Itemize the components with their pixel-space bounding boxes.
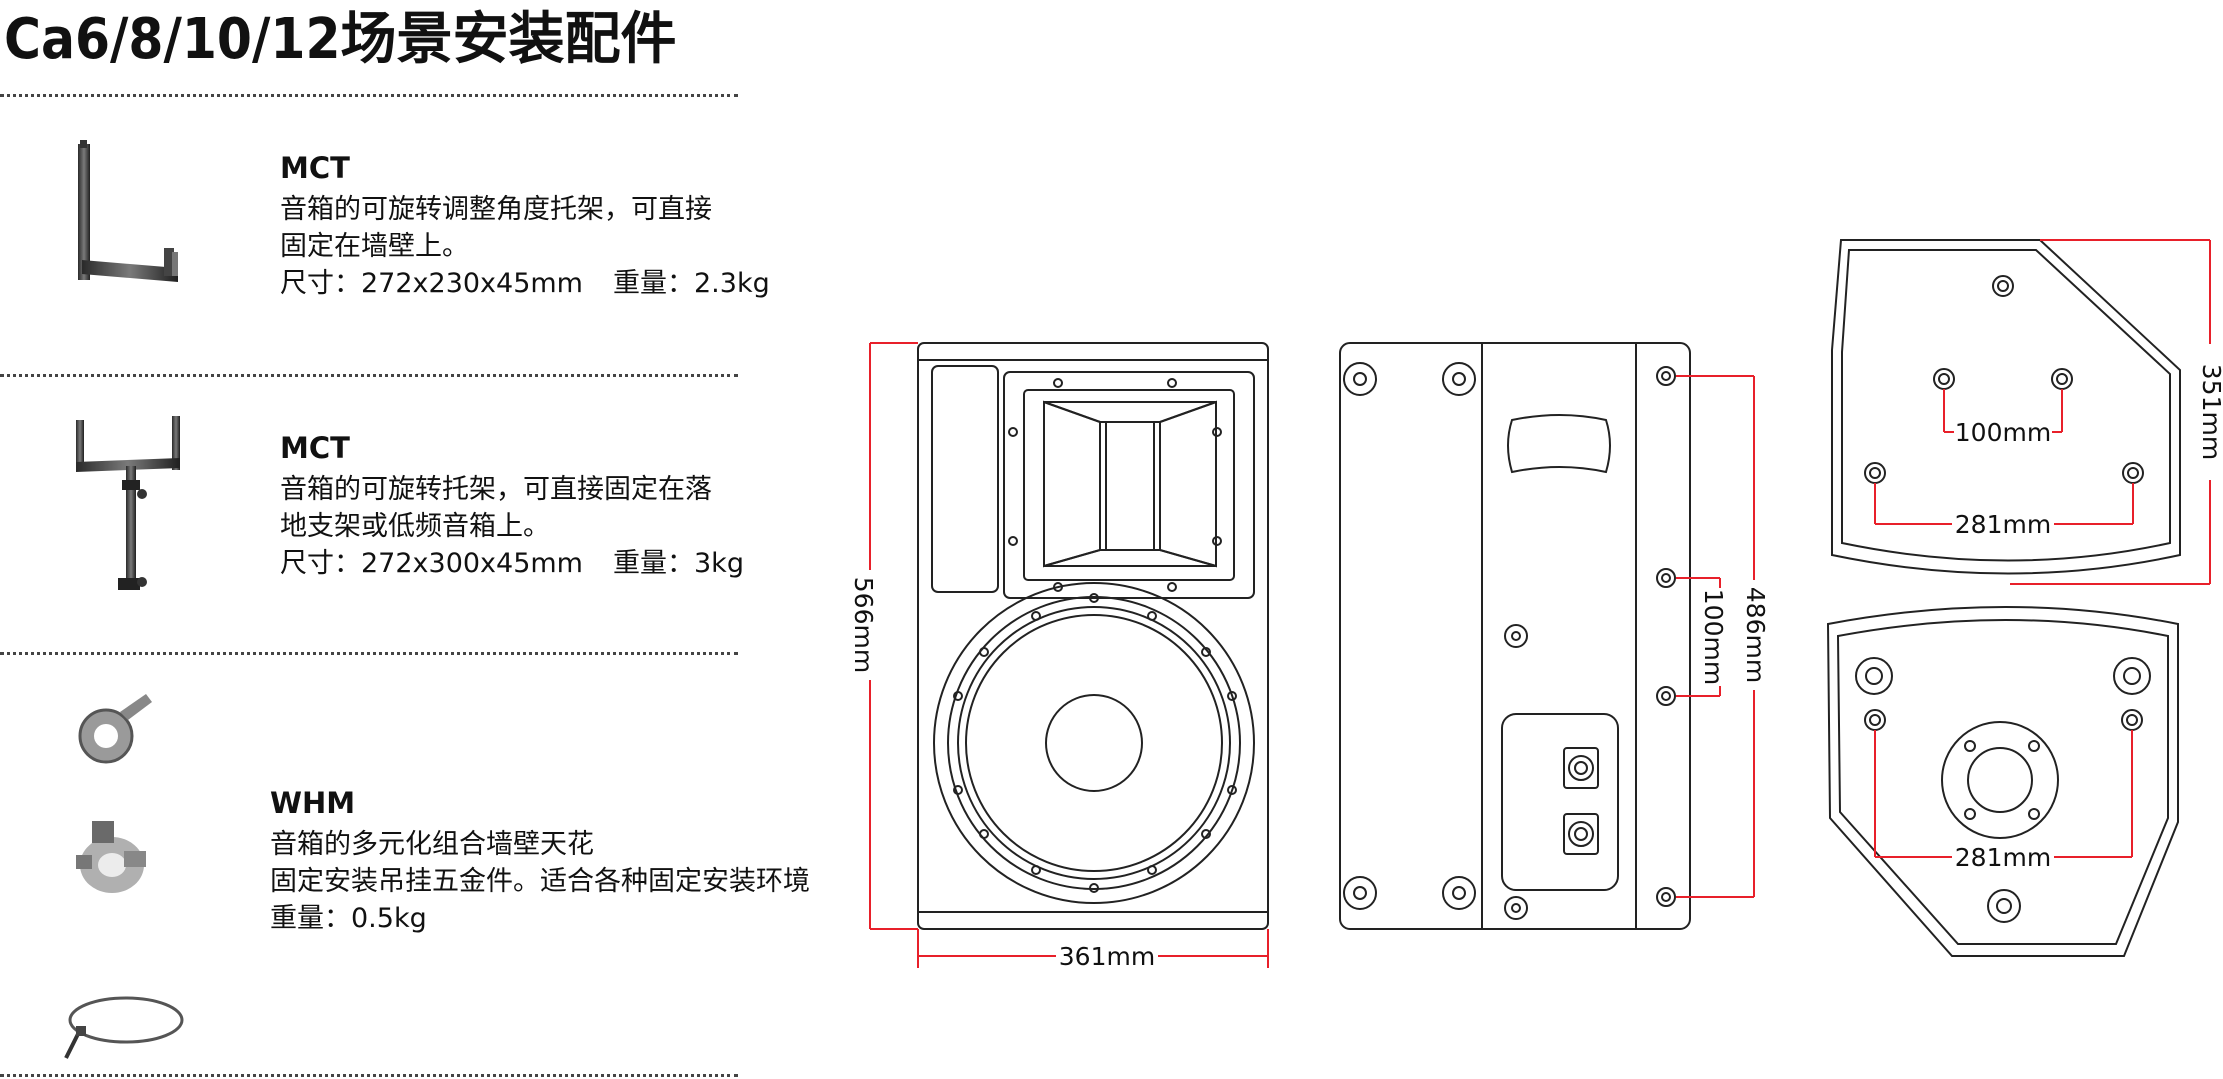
product-description: 固定在墙壁上。 xyxy=(280,231,469,262)
bottom-spacing-label: 281mm xyxy=(1955,843,2051,872)
eye-bolt-image xyxy=(78,694,152,764)
product-description: 音箱的可旋转托架，可直接固定在落 xyxy=(280,474,712,505)
top-depth-label: 351mm xyxy=(2197,364,2223,460)
divider xyxy=(0,1074,738,1077)
product-description: 固定安装吊挂五金件。适合各种固定安装环境 xyxy=(270,866,810,897)
safety-cable-image xyxy=(64,996,184,1059)
top-spacing-large-label: 281mm xyxy=(1955,510,2051,539)
front-view xyxy=(917,342,1269,930)
top-view xyxy=(1831,239,2181,575)
top-spacing-small-label: 100mm xyxy=(1955,418,2051,447)
product-description: 地支架或低频音箱上。 xyxy=(280,511,550,542)
side-spacing-label: 100mm xyxy=(1699,589,1728,685)
product-description: 音箱的可旋转调整角度托架，可直接 xyxy=(280,194,712,225)
product-info-whm: WHM 音箱的多元化组合墙壁天花 固定安装吊挂五金件。适合各种固定安装环境 重量… xyxy=(270,785,810,937)
front-width-label: 361mm xyxy=(1059,942,1155,971)
product-info-mct-wall: MCT 音箱的可旋转调整角度托架，可直接 固定在墙壁上。 尺寸：272x230x… xyxy=(280,150,770,302)
product-size: 尺寸：272x300x45mm xyxy=(280,548,583,579)
stand-bracket-image xyxy=(76,416,180,590)
page-title: Ca6/8/10/12场景安装配件 xyxy=(4,7,677,72)
side-view xyxy=(1339,342,1691,930)
product-name: MCT xyxy=(280,431,350,465)
divider xyxy=(0,94,738,97)
divider xyxy=(0,374,738,377)
clamp-image xyxy=(76,821,146,893)
product-info-mct-stand: MCT 音箱的可旋转托架，可直接固定在落 地支架或低频音箱上。 尺寸：272x3… xyxy=(280,430,744,582)
wall-bracket-image xyxy=(78,140,178,282)
product-description: 音箱的多元化组合墙壁天花 xyxy=(270,829,594,860)
product-size: 尺寸：272x230x45mm xyxy=(280,268,583,299)
product-weight: 重量：2.3kg xyxy=(613,268,770,299)
front-height-label: 566mm xyxy=(849,577,878,673)
product-name: MCT xyxy=(280,151,350,185)
bottom-view xyxy=(1826,606,2179,957)
product-weight: 重量：0.5kg xyxy=(270,903,427,934)
divider xyxy=(0,652,738,655)
side-height-label: 486mm xyxy=(1741,587,1770,683)
product-weight: 重量：3kg xyxy=(613,548,744,579)
product-name: WHM xyxy=(270,786,356,820)
